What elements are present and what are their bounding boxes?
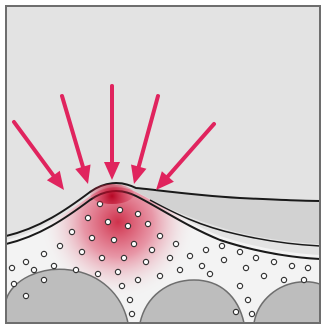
particle-dot <box>121 255 126 260</box>
particle-dot <box>261 273 266 278</box>
particle-dot <box>199 263 204 268</box>
particle-dot <box>177 267 182 272</box>
particle-dot <box>111 237 116 242</box>
particle-dot <box>237 283 242 288</box>
particle-dot <box>221 257 226 262</box>
particle-dot <box>9 265 14 270</box>
particle-dot <box>281 277 286 282</box>
particle-dot <box>129 311 134 316</box>
particle-dot <box>271 259 276 264</box>
particle-dot <box>105 219 110 224</box>
particle-dot <box>207 271 212 276</box>
particle-dot <box>89 235 94 240</box>
particle-dot <box>245 297 250 302</box>
particle-dot <box>119 283 124 288</box>
particle-dot <box>23 293 28 298</box>
particle-dot <box>145 221 150 226</box>
particle-dot <box>233 309 238 314</box>
particle-dot <box>127 297 132 302</box>
particle-dot <box>41 251 46 256</box>
particle-dot <box>23 259 28 264</box>
particle-dot <box>85 215 90 220</box>
particle-dot <box>253 255 258 260</box>
particle-dot <box>237 249 242 254</box>
particle-dot <box>31 267 36 272</box>
particle-dot <box>173 241 178 246</box>
particle-dot <box>289 263 294 268</box>
particle-dot <box>117 207 122 212</box>
particle-dot <box>249 311 254 316</box>
particle-dot <box>73 267 78 272</box>
particle-dot <box>99 255 104 260</box>
particle-dot <box>125 223 130 228</box>
particle-dot <box>11 281 16 286</box>
particle-dot <box>135 277 140 282</box>
contact-tip <box>90 184 134 204</box>
particle-dot <box>203 247 208 252</box>
particle-dot <box>51 263 56 268</box>
particle-dot <box>135 211 140 216</box>
particle-dot <box>305 265 310 270</box>
particle-dot <box>95 271 100 276</box>
particle-dot <box>167 255 172 260</box>
particle-dot <box>219 243 224 248</box>
particle-dot <box>149 247 154 252</box>
particle-dot <box>41 277 46 282</box>
particle-dot <box>157 273 162 278</box>
particle-dot <box>115 269 120 274</box>
particle-dot <box>157 233 162 238</box>
particle-dot <box>69 229 74 234</box>
particle-dot <box>131 241 136 246</box>
particle-dot <box>57 243 62 248</box>
particle-dot <box>79 249 84 254</box>
particle-dot <box>187 253 192 258</box>
particle-dot <box>243 265 248 270</box>
particle-dot <box>301 277 306 282</box>
particle-dot <box>143 259 148 264</box>
